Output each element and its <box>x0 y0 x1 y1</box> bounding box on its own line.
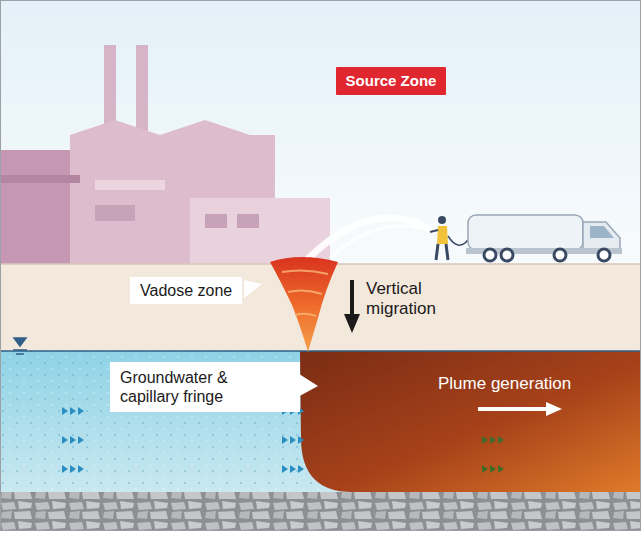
flow-chevron <box>290 436 296 444</box>
flow-chevron <box>282 465 288 473</box>
source-cone <box>270 257 338 352</box>
flow-chevrons <box>62 407 504 473</box>
node-text: Vadose zone <box>140 281 232 300</box>
flow-chevron <box>298 465 304 473</box>
flow-chevron <box>70 407 76 415</box>
flow-chevron <box>70 436 76 444</box>
flow-chevron <box>70 465 76 473</box>
worker <box>430 216 468 260</box>
tanker-truck <box>466 215 622 261</box>
source-zone-box: Source Zone <box>336 67 447 95</box>
vertical-migration-arrow <box>344 280 360 333</box>
flow-chevron <box>78 436 84 444</box>
plume-arrow <box>478 402 562 416</box>
factory <box>0 45 330 264</box>
groundwater-callout: Groundwater & capillary fringe <box>110 362 300 412</box>
callout-pointer <box>244 280 262 298</box>
flow-chevron <box>62 465 68 473</box>
bedrock <box>0 492 641 530</box>
vadose-zone-callout: Vadose zone <box>130 277 242 304</box>
flow-chevron <box>78 465 84 473</box>
flow-chevron <box>62 436 68 444</box>
flow-chevron <box>298 436 304 444</box>
process-label: Plume generation <box>438 374 618 394</box>
flow-chevron <box>490 465 496 473</box>
node-text: Source Zone <box>346 72 437 90</box>
process-label: Vertical migration <box>366 279 456 320</box>
flow-chevron <box>482 436 488 444</box>
flow-chevron <box>62 407 68 415</box>
water-table-symbol <box>13 338 27 354</box>
flow-chevron <box>482 465 488 473</box>
flow-chevron <box>498 465 504 473</box>
flow-chevron <box>498 436 504 444</box>
node-text: Groundwater & capillary fringe <box>120 368 290 406</box>
flow-chevron <box>290 465 296 473</box>
contaminant-plume <box>300 351 641 492</box>
flow-chevron <box>78 407 84 415</box>
flow-chevron <box>490 436 496 444</box>
flow-chevron <box>282 436 288 444</box>
